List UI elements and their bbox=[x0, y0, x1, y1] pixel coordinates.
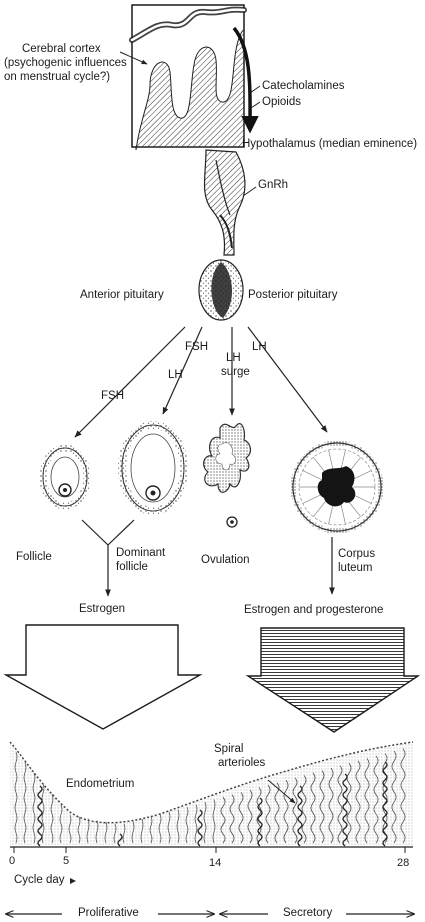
posterior-pituitary-label: Posterior pituitary bbox=[248, 289, 337, 302]
cycle-day-pointer-icon bbox=[70, 878, 76, 884]
spiral-arterioles-label-1: Spiral bbox=[214, 743, 243, 756]
cycle-day-axis bbox=[14, 847, 405, 853]
corpus-luteum-label-2: luteum bbox=[338, 562, 373, 575]
cycle-day-tick-0: 0 bbox=[9, 855, 15, 868]
fsh-left-label: FSH bbox=[101, 390, 124, 403]
ovulation-label: Ovulation bbox=[201, 554, 250, 567]
dominant-follicle-label-1: Dominant bbox=[116, 547, 165, 560]
opioids-leader-line bbox=[251, 102, 260, 108]
corpus-luteum-illustration bbox=[293, 443, 381, 531]
lh-mid-label: LH bbox=[168, 369, 183, 382]
menstrual-cycle-question-label: on menstrual cycle?) bbox=[4, 71, 110, 84]
hypothalamus-pituitary-stalk bbox=[205, 150, 245, 255]
hypothalamus-label: Hypothalamus (median eminence) bbox=[242, 138, 417, 151]
ovulation-illustration bbox=[204, 424, 251, 527]
fsh-arrow-left bbox=[75, 327, 185, 437]
spiral-arterioles-label-2: arterioles bbox=[218, 757, 265, 770]
dominant-follicle-label-2: follicle bbox=[116, 561, 148, 574]
cycle-day-tick-14: 14 bbox=[209, 857, 221, 870]
corpus-luteum-label-1: Corpus bbox=[338, 548, 375, 561]
endometrium-illustration bbox=[10, 742, 413, 847]
cycle-day-tick-5: 5 bbox=[63, 855, 69, 868]
estrogen-block-arrow bbox=[6, 625, 200, 729]
gnrh-label: GnRh bbox=[258, 179, 288, 192]
anterior-pituitary-label: Anterior pituitary bbox=[80, 289, 164, 302]
estrogen-label: Estrogen bbox=[79, 603, 125, 616]
follicle-illustration bbox=[43, 448, 87, 506]
dominant-follicle-illustration bbox=[122, 425, 184, 511]
cycle-day-label: Cycle day bbox=[14, 874, 65, 887]
pituitary-gland bbox=[199, 260, 243, 320]
opioids-label: Opioids bbox=[262, 96, 301, 109]
lh-surge-label-1: LH bbox=[226, 352, 241, 365]
estrogen-progesterone-block-arrow bbox=[248, 628, 418, 732]
psychogenic-influences-label: (psychogenic influences bbox=[4, 57, 127, 70]
fsh-mid-label: FSH bbox=[185, 341, 208, 354]
lh-right-label: LH bbox=[252, 341, 267, 354]
endometrium-label: Endometrium bbox=[66, 778, 134, 791]
estrogen-progesterone-label: Estrogen and progesterone bbox=[244, 604, 383, 617]
secretory-phase-label: Secretory bbox=[283, 907, 332, 920]
cerebral-cortex-label: Cerebral cortex bbox=[22, 43, 101, 56]
proliferative-phase-label: Proliferative bbox=[78, 907, 139, 920]
catecholamines-label: Catecholamines bbox=[262, 80, 344, 93]
catecholamines-leader-line bbox=[250, 86, 260, 93]
follicle-label: Follicle bbox=[16, 551, 52, 564]
cycle-day-tick-28: 28 bbox=[397, 857, 409, 870]
lh-surge-label-2: surge bbox=[221, 366, 250, 379]
cerebral-cortex-illustration bbox=[132, 5, 244, 150]
